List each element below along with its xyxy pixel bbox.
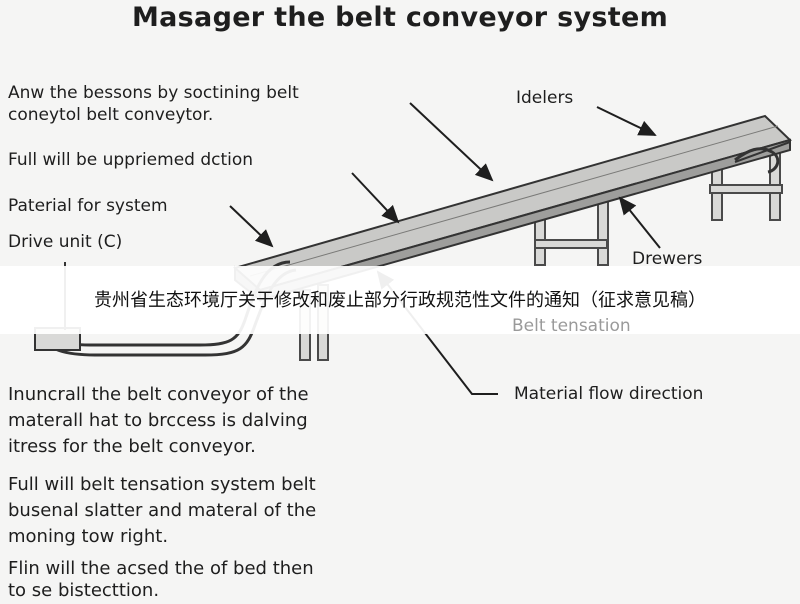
paragraph-line: materall hat to brccess is dalving: [8, 410, 308, 431]
label-belt-tensation: Belt tensation: [512, 316, 631, 336]
label-idelers: Idelers: [516, 88, 574, 108]
label-full-will: Full will be uppriemed dction: [8, 150, 254, 170]
label-top-1: Anw the bessons by soctining belt: [8, 83, 299, 103]
support-crossbar: [709, 184, 783, 194]
arrow-idelers: [596, 106, 657, 136]
arrow-drewers: [618, 196, 661, 249]
paragraph-line: to se bistecttion.: [8, 580, 160, 601]
label-material-flow: Material flow direction: [514, 384, 704, 404]
belt-top-surface: [232, 114, 792, 292]
paragraph-line: Flin will the acsed the of bed then: [8, 558, 314, 579]
return-belt: [734, 141, 791, 163]
paragraph-line: Full will belt tensation system belt: [8, 474, 316, 495]
notice-banner-text: 贵州省生态环境厅关于修改和废止部分行政规范性文件的通知（征求意见稿）: [94, 290, 706, 311]
head-pulley: [734, 147, 780, 174]
notice-banner: [0, 266, 800, 334]
arrow-full-will: [351, 172, 400, 224]
diagram-title: Masager the belt conveyor system: [131, 2, 669, 33]
label-drive-unit: Drive unit (C): [8, 232, 123, 252]
label-top-2: coneytol belt conveytor.: [8, 105, 214, 125]
paragraph-line: Inuncrall the belt conveyor of the: [8, 384, 309, 405]
label-drewers: Drewers: [632, 249, 703, 269]
label-paterial: Paterial for system: [8, 196, 168, 216]
arrow-paterial: [229, 205, 274, 248]
arrow-top-label: [409, 102, 494, 182]
belt-seam: [249, 125, 779, 277]
support-crossbar: [534, 239, 608, 249]
paragraph-line: busenal slatter and materal of the: [8, 500, 317, 521]
support-leg: [597, 194, 609, 266]
paragraph-line: itress for the belt conveyor.: [8, 436, 256, 457]
paragraph-line: moning tow right.: [8, 526, 169, 547]
